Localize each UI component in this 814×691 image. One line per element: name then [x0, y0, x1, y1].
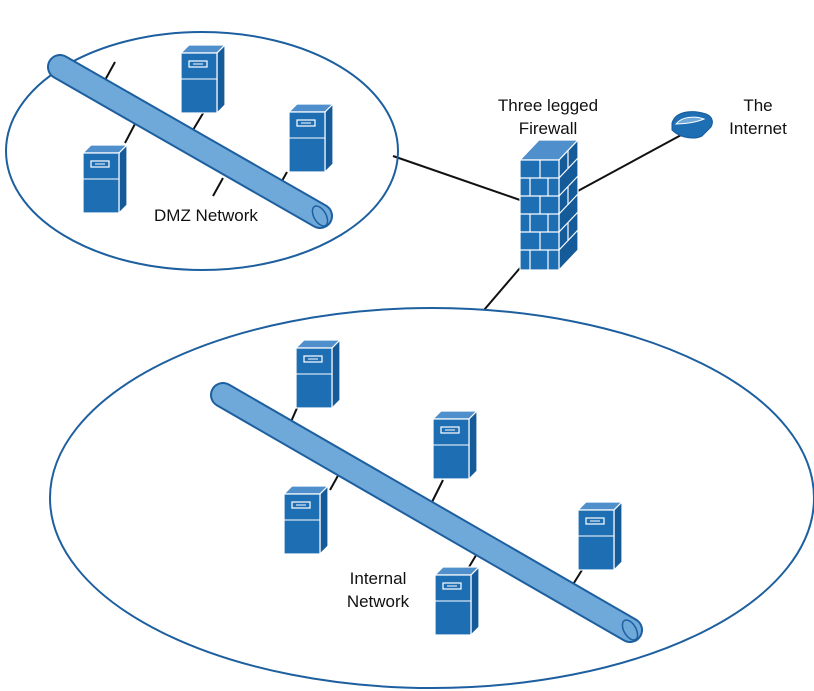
firewall-label: Three legged Firewall [480, 94, 616, 140]
dmz-to-firewall-link [392, 155, 521, 201]
dmz-network-boundary [5, 31, 399, 271]
dmz-network-pipe [47, 54, 333, 229]
internal-server-icon-3 [283, 485, 329, 555]
internal-label-line2: Network [346, 592, 410, 611]
internet-label-line2: Internet [729, 119, 787, 138]
internet-label: The Internet [718, 94, 798, 140]
internal-network-boundary [49, 307, 814, 689]
internal-label-line1: Internal [349, 569, 407, 588]
internal-server-icon-4 [577, 501, 623, 571]
firewall-to-internal-link [483, 267, 521, 311]
connection-lines [392, 133, 684, 311]
internal-server-icon-5 [434, 566, 480, 636]
firewall-label-line1: Three legged [497, 96, 599, 115]
dmz-server-icon-left [82, 144, 128, 214]
firewall-label-line2: Firewall [518, 119, 578, 138]
internal-server-icon-1 [295, 339, 341, 409]
dmz-network-label: DMZ Network [154, 206, 258, 225]
firewall-to-internet-link [575, 133, 684, 193]
dmz-server-icon-top [180, 44, 226, 114]
internet-label-line1: The [743, 96, 773, 115]
internal-network-pipe [210, 382, 643, 643]
dmz-server-icon-right [288, 103, 334, 173]
internet-cloud-icon [671, 111, 713, 139]
firewall-icon [518, 138, 580, 272]
internal-server-icon-2 [432, 410, 478, 480]
internal-network-label: Internal Network [334, 567, 422, 613]
